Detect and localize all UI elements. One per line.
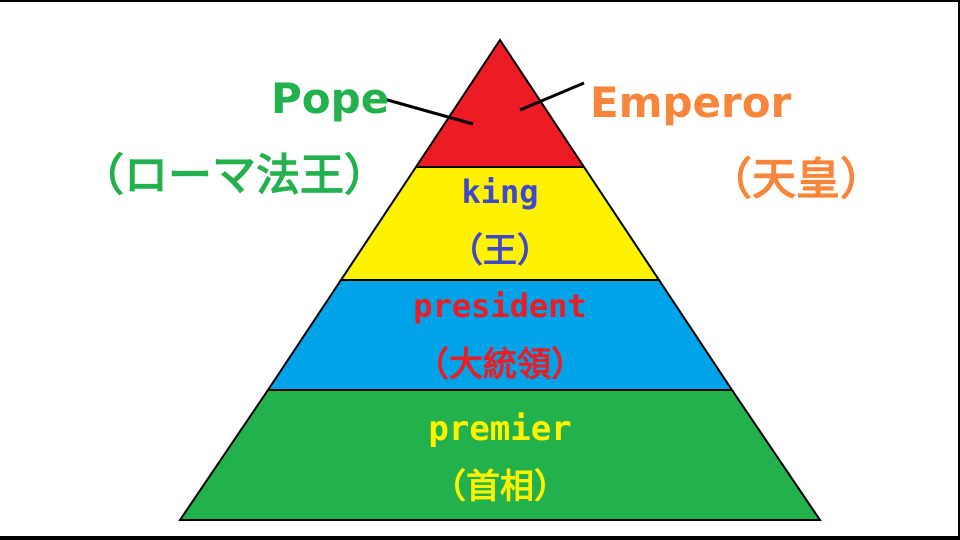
king-japanese-label: （王） [449, 231, 551, 271]
pope-japanese-label: （ローマ法王） [80, 150, 388, 201]
pyramid-apex [414, 38, 586, 168]
premier-japanese-label: （首相） [432, 467, 568, 507]
frame-right-edge [958, 0, 960, 540]
pope-label: Pope [271, 74, 390, 123]
frame-bottom-bar [0, 536, 960, 540]
emperor-japanese-label: （天皇） [708, 154, 884, 205]
emperor-pointer-line [519, 81, 585, 112]
king-label: king [461, 173, 539, 211]
president-japanese-label: （大統領） [415, 345, 585, 385]
emperor-label: Emperor [590, 78, 792, 127]
frame-top-bar [0, 0, 960, 2]
pope-pointer-line [383, 97, 474, 126]
president-label: president [413, 287, 587, 325]
premier-label: premier [428, 409, 572, 449]
